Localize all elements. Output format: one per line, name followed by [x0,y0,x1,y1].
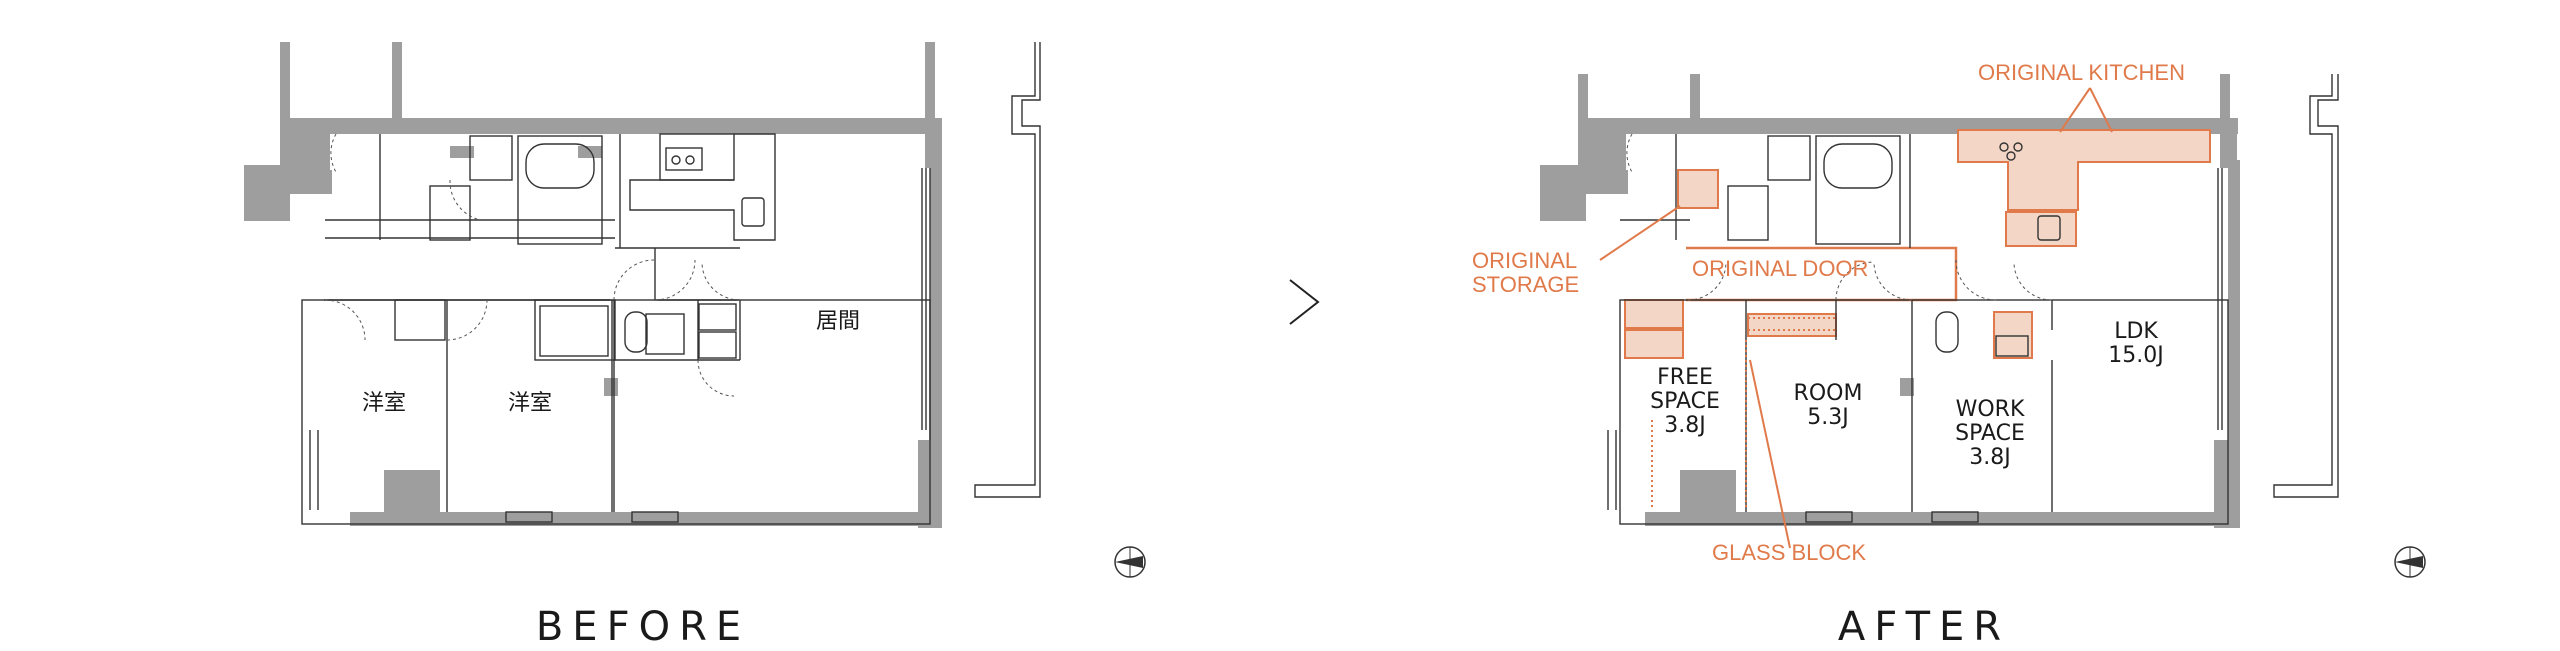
free-space-label-line3: 3.8J [1664,413,1705,438]
before-door-swings [324,133,741,397]
ldk-label-line1: LDK [2114,319,2158,344]
original-door-annotation: ORIGINAL DOOR [1692,256,1868,281]
free-space-label-line1: FREE [1657,365,1713,390]
room-label-line2: 5.3J [1807,405,1848,430]
after-door-swings [1626,133,2053,301]
room-label-line1: ROOM [1794,381,1863,406]
before-title: BEFORE [536,604,750,650]
work-space-label-line1: WORK [1956,397,2025,422]
work-space-label-line2: SPACE [1955,421,2025,446]
before-room-label-2: 洋室 [508,391,552,416]
before-living-label: 居間 [816,309,860,334]
before-floor-plan: 洋室 洋室 居間 BEFORE [244,42,1146,650]
before-outlines [301,42,1041,525]
before-room-label-1: 洋室 [362,391,406,416]
after-title: AFTER [1838,604,2010,650]
glass-block-annotation: GLASS BLOCK [1712,540,1866,565]
chevron-right-icon [1289,279,1320,325]
free-space-label-line2: SPACE [1650,389,1720,414]
after-floor-plan: FREE SPACE 3.8J ROOM 5.3J WORK SPACE 3.8… [1472,60,2426,650]
before-compass-icon [1114,546,1146,578]
work-space-label-line3: 3.8J [1969,445,2010,470]
original-kitchen-annotation: ORIGINAL KITCHEN [1978,60,2185,85]
after-leader-lines [1599,87,2113,549]
original-storage-annotation-line2: STORAGE [1472,272,1579,297]
before-walls [244,42,942,528]
after-outlines [1607,74,2339,525]
original-storage-annotation-line1: ORIGINAL [1472,248,1577,273]
after-compass-icon [2394,546,2426,578]
after-glass-block [1651,317,1836,510]
ldk-label-line2: 15.0J [2108,343,2163,368]
